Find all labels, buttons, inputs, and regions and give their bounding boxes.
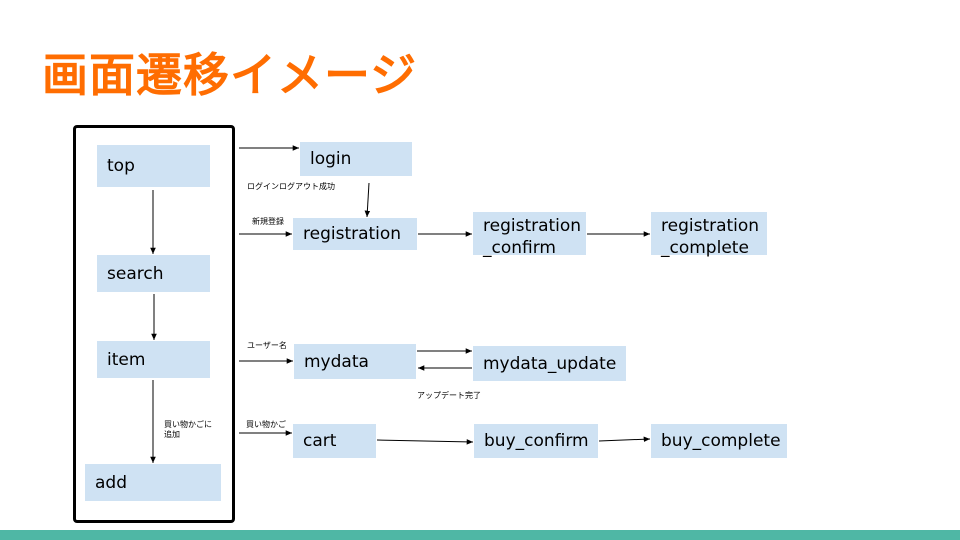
edge-label-cart: 買い物かご [246, 420, 286, 429]
node-item: item [97, 341, 210, 378]
node-mydata: mydata [294, 344, 416, 379]
node-cart: cart [293, 424, 376, 458]
edge-buy-confirm-complete [598, 436, 651, 443]
edge-label-add-to-cart: 買い物かごに 追加 [164, 420, 212, 439]
node-top: top [97, 145, 210, 187]
edge-label-user-name: ユーザー名 [247, 341, 287, 350]
edge-label-update-done: アップデート完了 [417, 391, 481, 400]
slide-title: 画面遷移イメージ [42, 48, 418, 102]
node-registration: registration [293, 218, 417, 250]
node-add: add [85, 464, 221, 501]
main-flow-group-frame [73, 125, 235, 523]
edge-login-registration [364, 182, 371, 218]
node-search: search [97, 255, 210, 292]
node-buy-complete: buy_complete [651, 424, 787, 458]
edge-label-login-logout: ログインログアウト成功 [247, 182, 335, 191]
node-login: login [300, 142, 412, 176]
node-buy-confirm: buy_confirm [474, 424, 598, 458]
edge-cart-buy-confirm [376, 439, 474, 445]
node-registration-confirm: registration _confirm [473, 212, 586, 258]
footer-accent-bar [0, 530, 960, 540]
node-registration-complete: registration _complete [651, 212, 767, 258]
node-mydata-update: mydata_update [473, 346, 626, 381]
edge-label-new-registration: 新規登録 [252, 217, 284, 226]
